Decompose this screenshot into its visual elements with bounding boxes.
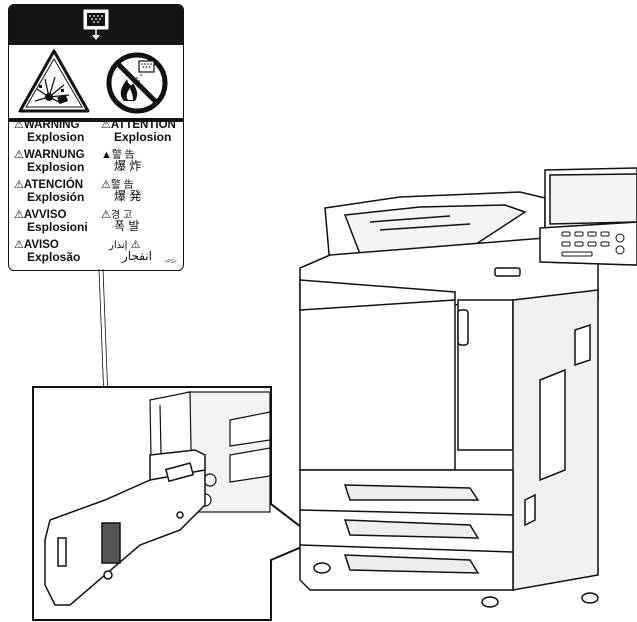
warning-word: ATENCIÓN xyxy=(23,179,84,191)
warning-word: WARNING xyxy=(23,119,80,131)
waste-toner-box-icon xyxy=(83,9,109,40)
warning-de: ⚠WARNUNG Explosion xyxy=(14,149,85,173)
label-header xyxy=(9,5,183,45)
warning-triangle-icon: ⚠ xyxy=(101,209,111,221)
control-panel xyxy=(539,167,637,266)
explosion-word: Explosion xyxy=(114,130,172,144)
explosion-word: انفجار xyxy=(122,249,152,263)
warning-fr: ⚠ATTENTION Explosion xyxy=(101,119,176,143)
explosion-word: Explosion xyxy=(27,130,85,144)
warning-triangle-icon: ⚠ xyxy=(14,209,24,221)
warning-triangle-icon: ⚠ xyxy=(14,119,24,131)
warning-pt: ⚠AVISO Explosão xyxy=(14,239,80,263)
warning-triangle-icon: ⚠ xyxy=(101,179,111,191)
explosion-word: 爆 発 xyxy=(114,189,142,203)
inset-frame xyxy=(32,386,320,621)
warning-it: ⚠AVVISO Esplosioni xyxy=(14,209,88,233)
warning-word: WARNUNG xyxy=(23,149,85,161)
warning-triangle-filled-icon: ▲ xyxy=(101,149,112,161)
warning-triangle-icon: ⚠ xyxy=(101,119,111,131)
warning-zh: ▲警 告 爆 炸 xyxy=(101,149,141,172)
warning-ar: إنذار ⚠ انفجار xyxy=(109,239,152,262)
explosion-word: Explosión xyxy=(27,190,85,204)
no-fire-icon xyxy=(106,52,168,114)
warning-word: 警 告 xyxy=(110,180,134,191)
warning-word: AVISO xyxy=(23,239,59,251)
explosion-word: Explosion xyxy=(27,160,85,174)
warning-ko: ⚠경 고 폭 발 xyxy=(101,209,139,232)
warning-ja: ⚠警 告 爆 発 xyxy=(101,179,141,202)
explosion-word: Explosão xyxy=(27,250,81,264)
explosion-hazard-icon xyxy=(18,49,90,113)
leader-line xyxy=(98,268,114,531)
warning-triangle-icon: ⚠ xyxy=(14,149,24,161)
warning-es: ⚠ATENCIÓN Explosión xyxy=(14,179,84,203)
warning-triangle-icon: ⚠ xyxy=(14,239,24,251)
warning-word: ATTENTION xyxy=(110,119,176,131)
warning-triangle-icon: ⚠ xyxy=(14,179,24,191)
inset-machine-interior xyxy=(149,391,271,513)
warning-label: ⚠WARNING Explosion ⚠WARNUNG Explosion ⚠A… xyxy=(8,4,184,271)
waste-toner-box xyxy=(44,449,206,606)
explosion-word: Esplosioni xyxy=(27,220,88,234)
label-code: >PS< xyxy=(164,259,177,265)
warning-en: ⚠WARNING Explosion xyxy=(14,119,84,143)
explosion-word: 폭 발 xyxy=(114,219,140,233)
printer-machine xyxy=(299,191,599,608)
warning-triangle-icon: ⚠ xyxy=(130,239,141,251)
label-divider xyxy=(9,118,183,122)
warning-word: إنذار xyxy=(109,240,128,251)
warning-word: 警 告 xyxy=(111,150,135,161)
warning-word: AVVISO xyxy=(23,209,67,221)
label-symbols xyxy=(9,45,183,118)
explosion-word: 爆 炸 xyxy=(114,159,142,173)
warning-word: 경 고 xyxy=(110,210,133,221)
